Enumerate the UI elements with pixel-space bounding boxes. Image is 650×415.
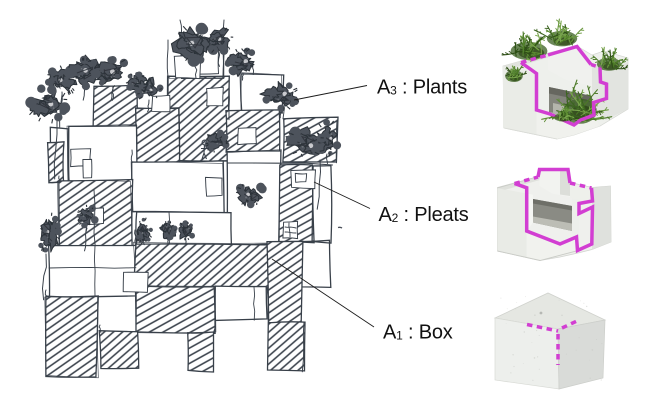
svg-text:A2 : Pleats: A2 : Pleats [379, 204, 469, 226]
svg-text:A1 : Box: A1 : Box [383, 322, 453, 344]
svg-text:A3 : Plants: A3 : Plants [377, 77, 467, 99]
